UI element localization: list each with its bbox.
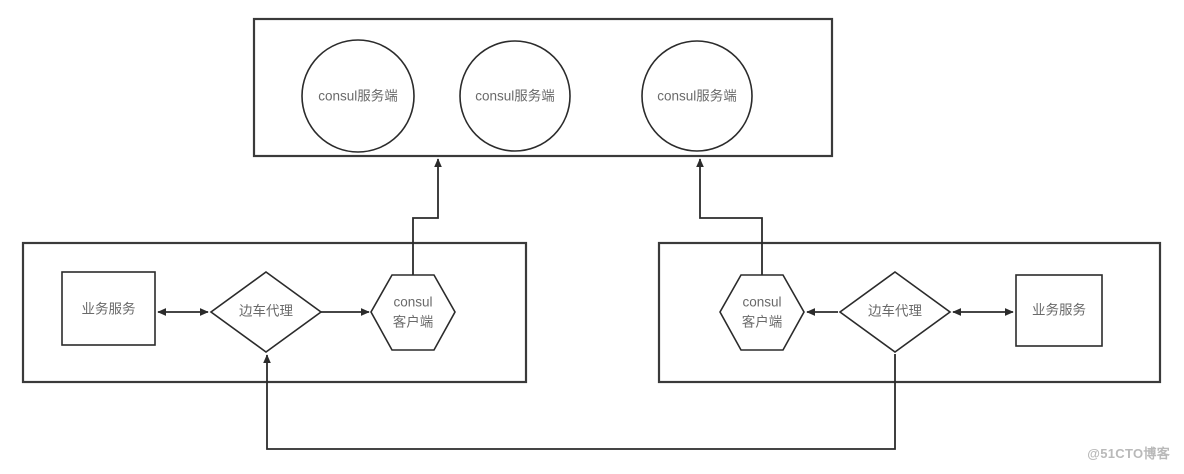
- consul-server-label-1: consul服务端: [318, 89, 398, 104]
- consul-server-circle-2[interactable]: [459, 40, 571, 152]
- left-consul-client-label-line2: 客户端: [393, 314, 434, 330]
- connector-left-client-cluster: [412, 158, 442, 275]
- connector-right-proxy-left-proxy: [263, 354, 896, 450]
- consul-server-label-2: consul服务端: [475, 89, 555, 104]
- consul-server-label-3: consul服务端: [657, 89, 737, 104]
- left-consul-client-hexagon[interactable]: [370, 274, 456, 351]
- watermark-label: @51CTO博客: [1087, 446, 1170, 461]
- connector-right-client-cluster: [696, 158, 763, 275]
- right-business-service-label: 业务服务: [1032, 303, 1086, 318]
- right-consul-client-hexagon[interactable]: [719, 274, 805, 351]
- left-business-service-label: 业务服务: [82, 302, 136, 317]
- consul-server-circle-1[interactable]: [301, 39, 415, 153]
- left-sidecar-proxy-diamond[interactable]: [209, 271, 323, 353]
- left-business-service-box[interactable]: [61, 271, 156, 346]
- right-sidecar-proxy-label: 边车代理: [868, 303, 922, 319]
- right-sidecar-proxy-diamond[interactable]: [838, 271, 952, 353]
- right-consul-client-label-line1: consul: [742, 295, 781, 310]
- right-consul-client-label-line2: 客户端: [742, 314, 783, 330]
- left-consul-client-label-line1: consul: [393, 295, 432, 310]
- right-business-service-box[interactable]: [1015, 274, 1103, 347]
- consul-server-circle-3[interactable]: [641, 40, 753, 152]
- left-sidecar-proxy-label: 边车代理: [239, 303, 293, 319]
